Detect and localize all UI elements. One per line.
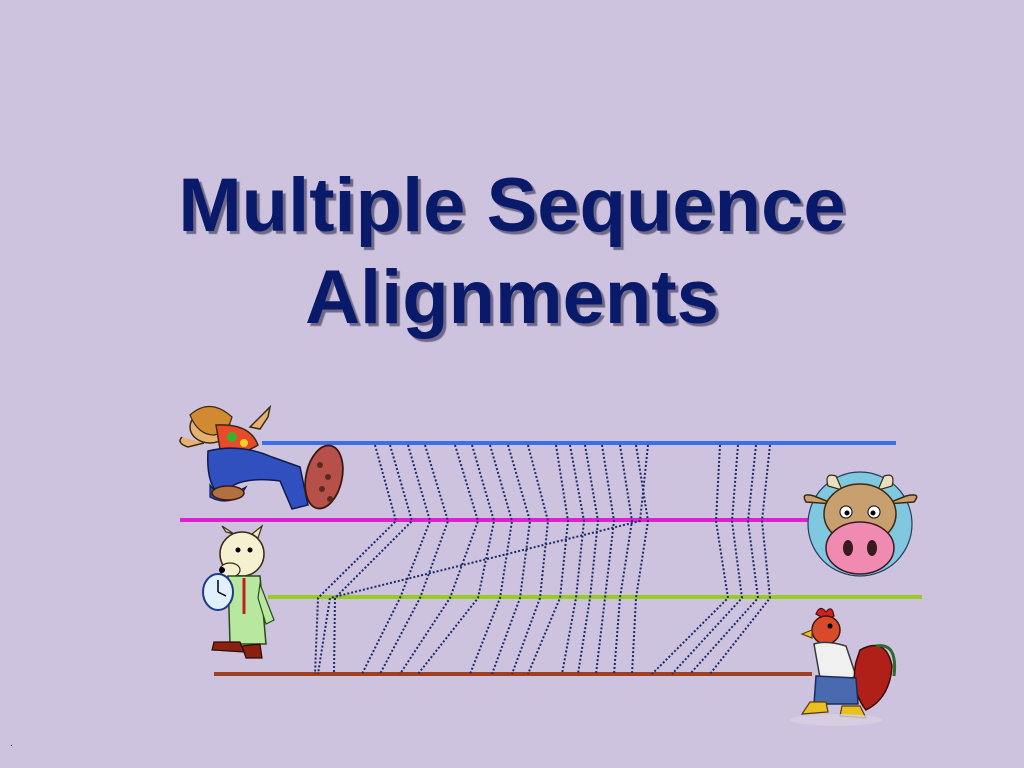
alignment-connector <box>613 444 634 675</box>
alignment-connector <box>399 444 480 675</box>
alignment-connector <box>561 444 586 675</box>
rooster-icon <box>790 607 897 726</box>
alignment-connector <box>361 444 432 675</box>
cow-head-icon <box>803 471 918 577</box>
title-line-2: Alignments <box>305 255 719 340</box>
alignment-connector <box>379 444 450 675</box>
alignment-connector <box>527 444 570 675</box>
alignment-connectors <box>314 444 772 675</box>
dog-with-clock-icon <box>202 524 275 659</box>
alignment-connector <box>417 444 496 675</box>
alignment-connector <box>577 444 600 675</box>
slide-title: Multiple Sequence Alignments <box>0 160 1024 344</box>
alignment-connector <box>631 444 650 675</box>
alignment-connector <box>314 444 398 675</box>
alignment-connector <box>491 444 532 675</box>
alignment-connector <box>333 444 414 675</box>
title-line-1: Multiple Sequence <box>178 163 846 248</box>
alignment-connector <box>689 444 760 675</box>
hippie-figure-icon <box>179 404 344 510</box>
alignment-connector <box>709 444 772 675</box>
alignment-connector <box>671 444 744 675</box>
alignment-connector <box>469 444 514 675</box>
alignment-connector <box>595 444 616 675</box>
alignment-connector <box>651 444 730 675</box>
footer-mark: . <box>10 738 13 749</box>
alignment-connector <box>511 444 550 675</box>
alignment-connector <box>317 444 649 675</box>
